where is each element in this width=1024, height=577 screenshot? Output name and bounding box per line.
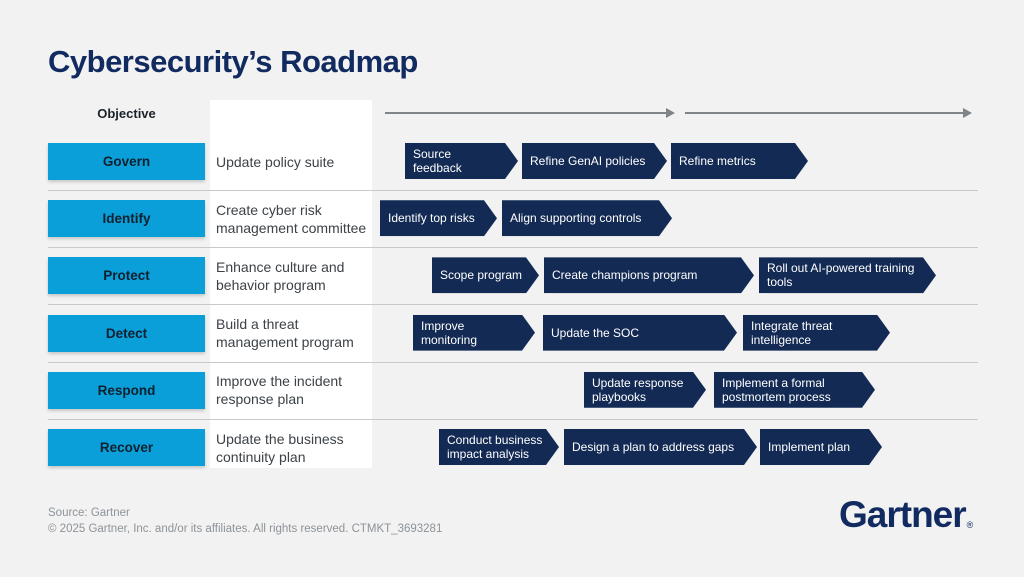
task-chevron-recover-1: Conduct business impact analysis <box>439 429 559 465</box>
roadmap-row-recover: Recover Update the business continuity pl… <box>0 429 1024 466</box>
task-label: Align supporting controls <box>510 211 642 226</box>
task-label: Implement a formal postmortem process <box>722 375 831 404</box>
row-divider <box>48 361 978 363</box>
task-chevron-identify-1: Identify top risks <box>380 200 497 236</box>
task-label: Integrate threat intelligence <box>751 318 833 347</box>
task-label: Improve monitoring <box>421 318 478 347</box>
row-divider <box>48 247 978 249</box>
task-label: Implement plan <box>768 440 851 454</box>
objective-text-protect: Enhance culture and behavior program <box>216 258 345 293</box>
task-label: Update response playbooks <box>592 375 684 404</box>
objective-description-column-background <box>210 100 372 468</box>
task-chevron-detect-2: Update the SOC <box>543 315 737 351</box>
objective-text-govern: Update policy suite <box>216 153 335 170</box>
task-label: Scope program <box>440 268 523 283</box>
task-label: Roll out AI-powered training tools <box>767 261 915 290</box>
task-chevron-protect-3: Roll out AI-powered training tools <box>759 257 936 293</box>
gartner-logo: Gartner® <box>839 494 974 536</box>
roadmap-row-detect: Detect Build a threat management program I… <box>0 314 1024 352</box>
roadmap-row-govern: Govern Update policy suite Source feedback… <box>0 143 1024 180</box>
objective-text-identify: Create cyber risk management committee <box>216 201 367 236</box>
task-chevron-protect-1: Scope program <box>432 257 539 293</box>
objective-column-header: Objective <box>97 106 156 121</box>
row-divider <box>48 304 978 306</box>
task-chevron-protect-2: Create champions program <box>544 257 754 293</box>
function-pill-respond: Respond <box>48 371 205 409</box>
task-chevron-govern-2: Refine GenAI policies <box>522 143 667 179</box>
task-label: Conduct business impact analysis <box>447 433 543 461</box>
row-divider <box>48 418 978 420</box>
task-label: Refine metrics <box>679 154 756 168</box>
task-label: Source feedback <box>413 147 462 175</box>
task-chevron-recover-3: Implement plan <box>760 429 882 465</box>
task-chevron-detect-1: Improve monitoring <box>413 315 535 351</box>
task-label: Refine GenAI policies <box>530 154 646 168</box>
task-label: Update the SOC <box>551 325 640 340</box>
task-label: Design a plan to address gaps <box>572 440 735 454</box>
roadmap-row-respond: Respond Improve the incident response pla… <box>0 371 1024 409</box>
function-pill-govern: Govern <box>48 143 205 180</box>
task-chevron-govern-3: Refine metrics <box>671 143 808 179</box>
task-label: Create champions program <box>552 268 698 283</box>
roadmap-row-identify: Identify Create cyber risk management com… <box>0 200 1024 238</box>
footer-source: Source: Gartner <box>48 507 130 519</box>
timeline-arrow-1 <box>385 108 675 118</box>
footer-copyright: © 2025 Gartner, Inc. and/or its affiliat… <box>48 523 443 535</box>
function-pill-identify: Identify <box>48 200 205 238</box>
function-pill-detect: Detect <box>48 314 205 352</box>
task-chevron-detect-3: Integrate threat intelligence <box>743 315 890 351</box>
function-pill-recover: Recover <box>48 429 205 466</box>
page-title: Cybersecurity’s Roadmap <box>48 44 418 79</box>
objective-text-detect: Build a threat management program <box>216 316 354 351</box>
objective-text-recover: Update the business continuity plan <box>216 430 344 465</box>
timeline-arrow-2 <box>685 108 972 118</box>
registered-trademark-icon: ® <box>966 520 974 530</box>
footer: Source: Gartner © 2025 Gartner, Inc. and… <box>48 505 442 537</box>
roadmap-row-protect: Protect Enhance culture and behavior prog… <box>0 257 1024 295</box>
task-chevron-identify-2: Align supporting controls <box>502 200 672 236</box>
function-pill-protect: Protect <box>48 257 205 295</box>
task-chevron-respond-1: Update response playbooks <box>584 372 706 408</box>
task-chevron-respond-2: Implement a formal postmortem process <box>714 372 875 408</box>
task-label: Identify top risks <box>388 211 475 226</box>
task-chevron-recover-2: Design a plan to address gaps <box>564 429 757 465</box>
objective-text-respond: Improve the incident response plan <box>216 373 343 408</box>
gartner-logo-text: Gartner <box>839 494 967 535</box>
task-chevron-govern-1: Source feedback <box>405 143 518 179</box>
row-divider <box>48 190 978 191</box>
